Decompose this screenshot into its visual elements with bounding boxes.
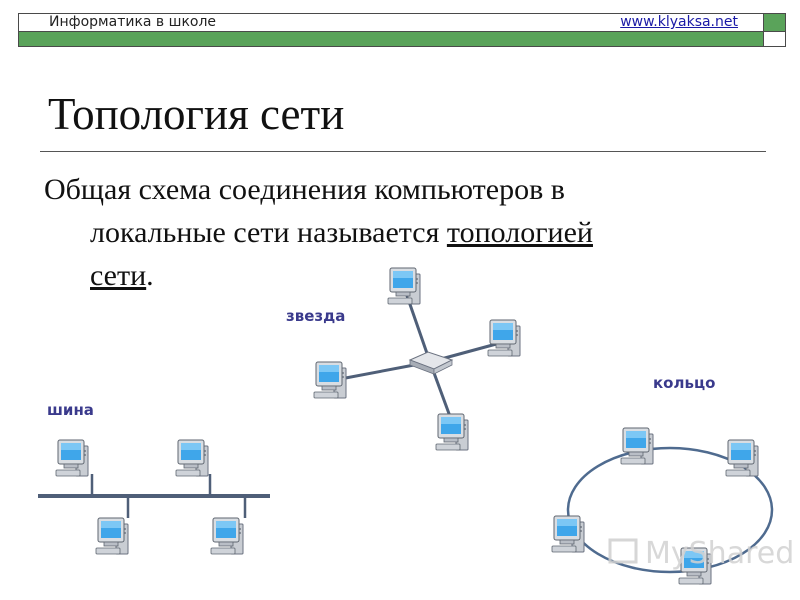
body-end-period: . (146, 259, 154, 292)
star-computer-2-icon (487, 319, 521, 357)
title-divider (40, 151, 766, 152)
bus-computer-4-icon (210, 517, 244, 555)
header-corner-white (764, 32, 786, 47)
bus-computer-3-icon (95, 517, 129, 555)
star-computer-3-icon (313, 361, 347, 399)
body-term-topology: топологией (446, 216, 593, 249)
bus-computer-2-icon (175, 439, 209, 477)
ring-label: кольцо (653, 374, 715, 392)
header-site-name: Информатика в школе (49, 14, 217, 30)
ring-cable (566, 446, 774, 574)
bus-computer-1-icon (55, 439, 89, 477)
header-corner-green (764, 13, 786, 32)
ring-computer-1-icon (620, 427, 654, 465)
header-row-top (18, 13, 764, 32)
ring-topology: кольцо (551, 374, 774, 585)
ring-computer-2-icon (725, 439, 759, 477)
header-bar: Информатика в школе www.klyaksa.net (18, 13, 786, 47)
body-term-network: сети (90, 259, 147, 292)
star-computer-4-icon (435, 413, 469, 451)
body-part2: локальные сети называется (90, 216, 447, 249)
slide-body-text: Общая схема соединения компьютеров в лок… (44, 168, 724, 297)
bus-topology: шина (38, 401, 270, 555)
watermark-text: MyShared (645, 536, 794, 571)
ring-computer-3-icon (551, 515, 585, 553)
bus-label: шина (47, 401, 94, 419)
body-part1: Общая схема соединения компьютеров в (44, 173, 565, 206)
star-topology: звезда (286, 267, 521, 451)
header-site-link[interactable]: www.klyaksa.net (620, 14, 738, 30)
star-label: звезда (286, 307, 345, 325)
slide-title: Топология сети (48, 89, 345, 139)
watermark-logo: MyShared (608, 536, 794, 571)
header-row-bottom (18, 32, 764, 47)
hub-icon (408, 351, 454, 375)
star-computer-1-icon (387, 267, 421, 305)
